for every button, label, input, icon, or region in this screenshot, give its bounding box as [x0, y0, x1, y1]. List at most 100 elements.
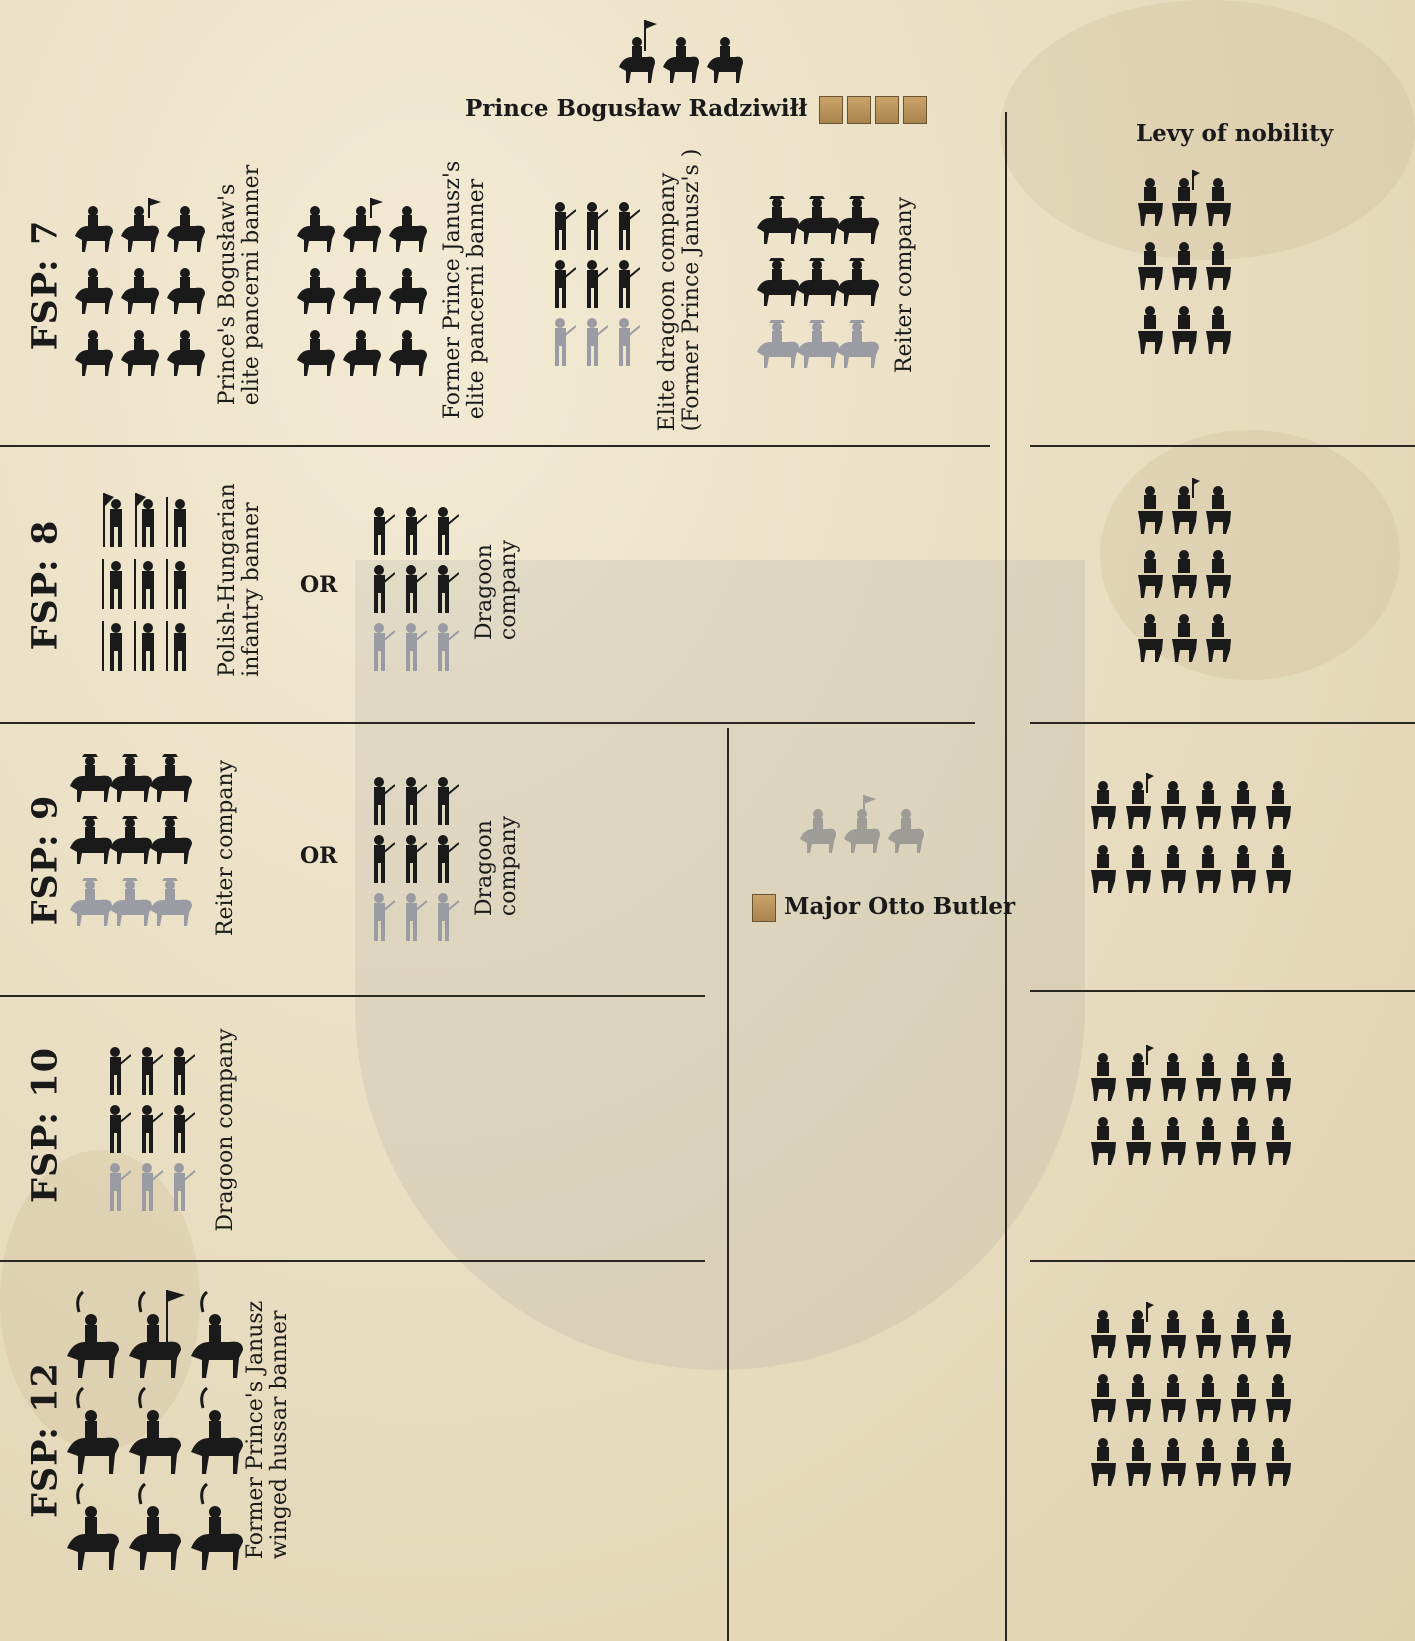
levy-icon	[1135, 478, 1165, 536]
levy-unit	[1135, 478, 1233, 664]
dragoon-icon	[431, 833, 459, 885]
infantry-icon	[100, 493, 128, 549]
levy-icon	[1123, 1366, 1154, 1424]
reiter-icon	[68, 872, 198, 928]
dragoon-icon	[548, 316, 576, 368]
hussar-icon	[65, 1482, 123, 1572]
fsp-label: FSP: 8	[25, 520, 66, 651]
infantry-icon	[164, 617, 192, 673]
cavalry-icon	[387, 198, 429, 254]
dragoon-icon	[580, 258, 608, 310]
reiter-icon	[755, 252, 885, 308]
command-scroll-icon	[752, 894, 776, 922]
fsp-label: FSP: 9	[25, 795, 66, 926]
levy-unit	[1088, 773, 1294, 895]
levy-icon	[1123, 1045, 1154, 1103]
levy-icon	[1135, 542, 1165, 600]
dragoon-icon	[612, 258, 640, 310]
levy-icon	[1088, 1366, 1119, 1424]
divider	[0, 445, 990, 447]
levy-icon	[1123, 1430, 1154, 1488]
divider	[1030, 722, 1415, 724]
hussar-icon	[127, 1290, 185, 1380]
unit-label: Dragooncompany	[473, 816, 521, 916]
dragoon-icon	[399, 833, 427, 885]
hussar-icon	[65, 1386, 123, 1476]
levy-icon	[1193, 773, 1224, 831]
cavalry-icon	[387, 322, 429, 378]
unit-reiter	[68, 748, 198, 928]
infantry-icon	[132, 493, 160, 549]
levy-icon	[1263, 1109, 1294, 1167]
levy-icon	[1088, 1045, 1119, 1103]
levy-icon	[1193, 1109, 1224, 1167]
cavalry-icon	[165, 260, 207, 316]
unit-label: Reiter company	[214, 760, 238, 936]
infantry-icon	[132, 555, 160, 611]
infantry-icon	[164, 555, 192, 611]
command-scroll-icon	[875, 96, 899, 124]
hussar-icon	[65, 1290, 123, 1380]
divider	[727, 728, 729, 1641]
levy-unit	[1088, 1302, 1294, 1488]
subcommander-name: Major Otto Butler	[784, 893, 1015, 920]
levy-icon	[1135, 170, 1165, 228]
dragoon-icon	[612, 316, 640, 368]
levy-icon	[1088, 837, 1119, 895]
fsp-label: FSP: 7	[25, 220, 66, 351]
infantry-icon	[132, 617, 160, 673]
levy-icon	[1123, 1109, 1154, 1167]
dragoon-icon	[367, 563, 395, 615]
dragoon-icon	[167, 1045, 195, 1097]
command-scroll-icon	[847, 96, 871, 124]
unit-elite-dragoons	[548, 200, 640, 368]
levy-icon	[1158, 1302, 1189, 1360]
dragoon-icon	[135, 1161, 163, 1213]
levy-icon	[1263, 1302, 1294, 1360]
cavalry-icon	[73, 198, 115, 254]
unit-infantry	[100, 493, 192, 673]
dragoon-icon	[367, 833, 395, 885]
unit-hussars	[65, 1290, 247, 1572]
levy-unit	[1135, 170, 1233, 356]
cavalry-icon	[73, 260, 115, 316]
levy-icon	[1135, 298, 1165, 356]
cavalry-icon	[119, 198, 161, 254]
unit-label: Polish-Hungarianinfantry banner	[216, 483, 264, 677]
levy-icon	[1169, 606, 1199, 664]
cavalry-icon	[798, 795, 838, 855]
dragoon-icon	[135, 1103, 163, 1155]
levy-icon	[1228, 1109, 1259, 1167]
commander-stand	[617, 15, 745, 85]
command-point-scrolls	[815, 95, 927, 122]
dragoon-icon	[431, 621, 459, 673]
cavalry-icon	[341, 198, 383, 254]
unit-label: Reiter company	[893, 197, 917, 373]
dragoon-icon	[580, 316, 608, 368]
dragoon-icon	[167, 1161, 195, 1213]
levy-icon	[1169, 234, 1199, 292]
unit-reiter	[755, 190, 885, 370]
cavalry-icon	[165, 322, 207, 378]
dragoon-icon	[103, 1103, 131, 1155]
reiter-icon	[68, 748, 198, 804]
levy-icon	[1193, 1366, 1224, 1424]
hussar-icon	[189, 1386, 247, 1476]
levy-icon	[1203, 606, 1233, 664]
levy-icon	[1158, 773, 1189, 831]
levy-icon	[1158, 1045, 1189, 1103]
dragoon-icon	[103, 1161, 131, 1213]
dragoon-icon	[399, 775, 427, 827]
dragoon-icon	[167, 1103, 195, 1155]
coat-of-arms-watermark	[355, 560, 1085, 1370]
or-text: OR	[300, 843, 337, 869]
levy-icon	[1263, 837, 1294, 895]
dragoon-icon	[431, 891, 459, 943]
cavalry-icon	[705, 15, 745, 85]
levy-icon	[1088, 1302, 1119, 1360]
levy-icon	[1193, 1045, 1224, 1103]
levy-icon	[1263, 1366, 1294, 1424]
levy-icon	[1203, 478, 1233, 536]
